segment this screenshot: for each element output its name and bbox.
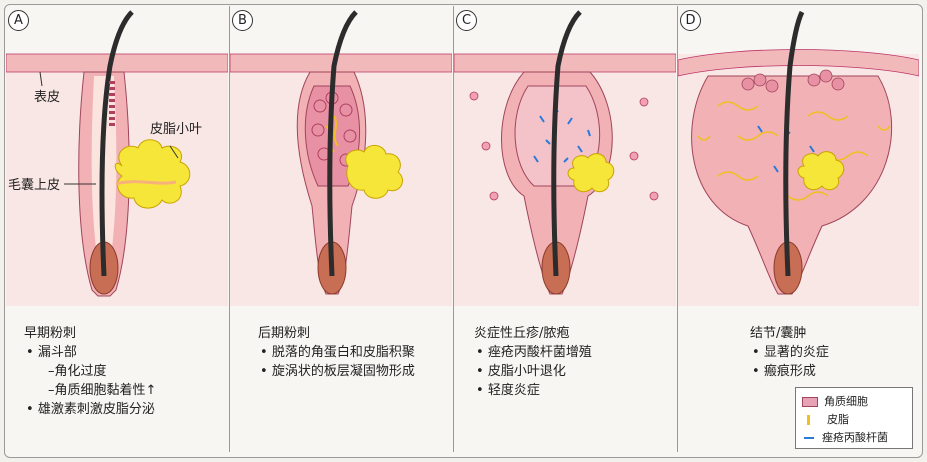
panel-c-caption: 炎症性丘疹/脓疱 痤疮丙酸杆菌增殖 皮脂小叶退化 轻度炎症	[474, 324, 592, 400]
panel-a: A 表皮 皮脂小叶 毛囊上皮 早期粉刺 漏斗部 –角化过度 –角质细胞黏着性↑ …	[6, 6, 228, 454]
legend-label: 痤疮丙酸杆菌	[822, 431, 888, 444]
caption-item: 雄激素刺激皮脂分泌	[24, 400, 156, 419]
caption-title: 后期粉刺	[258, 326, 311, 341]
caption-item: 痤疮丙酸杆菌增殖	[474, 343, 592, 362]
caption-item: 显著的炎症	[750, 343, 829, 362]
panel-divider	[677, 6, 678, 452]
panel-b-caption: 后期粉刺 脱落的角蛋白和皮脂积聚 旋涡状的板层凝固物形成	[258, 324, 415, 381]
panel-c-letter: C	[456, 10, 477, 31]
legend-item-bacteria: 痤疮丙酸杆菌	[802, 429, 888, 445]
sebaceous-lobule-label: 皮脂小叶	[150, 122, 203, 137]
legend-item-sebum: 皮脂	[802, 411, 849, 427]
panel-c: C 炎症性丘疹/脓疱 痤疮丙酸杆菌增殖 皮脂小叶退化 轻度炎症	[454, 6, 676, 454]
yellow-stroke-icon	[807, 415, 821, 425]
legend-label: 皮脂	[827, 413, 849, 426]
panel-d-caption: 结节/囊肿 显著的炎症 瘢痕形成	[750, 324, 829, 381]
caption-item: 脱落的角蛋白和皮脂积聚	[258, 343, 415, 362]
caption-subitem: –角化过度	[48, 364, 107, 379]
caption-title: 炎症性丘疹/脓疱	[474, 326, 570, 341]
pink-box-icon	[802, 397, 818, 407]
panel-divider	[229, 6, 230, 452]
follicular-epithelium-label: 毛囊上皮	[8, 178, 61, 193]
caption-title: 结节/囊肿	[750, 326, 807, 341]
panel-a-caption: 早期粉刺 漏斗部 –角化过度 –角质细胞黏着性↑ 雄激素刺激皮脂分泌	[24, 324, 156, 419]
panel-a-letter: A	[8, 10, 29, 31]
panel-b-illustration	[230, 10, 452, 306]
legend: 角质细胞 皮脂 痤疮丙酸杆菌	[795, 387, 913, 449]
panel-c-illustration	[454, 10, 676, 306]
panel-divider	[453, 6, 454, 452]
blue-dash-icon	[804, 437, 814, 439]
panel-d-letter: D	[680, 10, 701, 31]
epidermis-label: 表皮	[34, 90, 61, 105]
panel-b: B 后期粉刺 脱落的角蛋白和皮脂积聚 旋涡状的板层凝固物形成	[230, 6, 452, 454]
caption-item: 皮脂小叶退化	[474, 362, 592, 381]
panel-a-illustration	[6, 10, 228, 306]
legend-label: 角质细胞	[824, 395, 868, 408]
caption-subitem: –角质细胞黏着性↑	[48, 383, 157, 398]
caption-title: 早期粉刺	[24, 326, 77, 341]
caption-item: 轻度炎症	[474, 381, 592, 400]
panel-d-illustration	[678, 10, 919, 306]
caption-item: 漏斗部	[24, 343, 156, 362]
caption-item: 瘢痕形成	[750, 362, 829, 381]
legend-item-keratinocyte: 角质细胞	[802, 393, 868, 409]
panel-b-letter: B	[232, 10, 253, 31]
panel-d: D 结节/囊肿 显著的炎症 瘢痕形成	[678, 6, 919, 454]
caption-item: 旋涡状的板层凝固物形成	[258, 362, 415, 381]
